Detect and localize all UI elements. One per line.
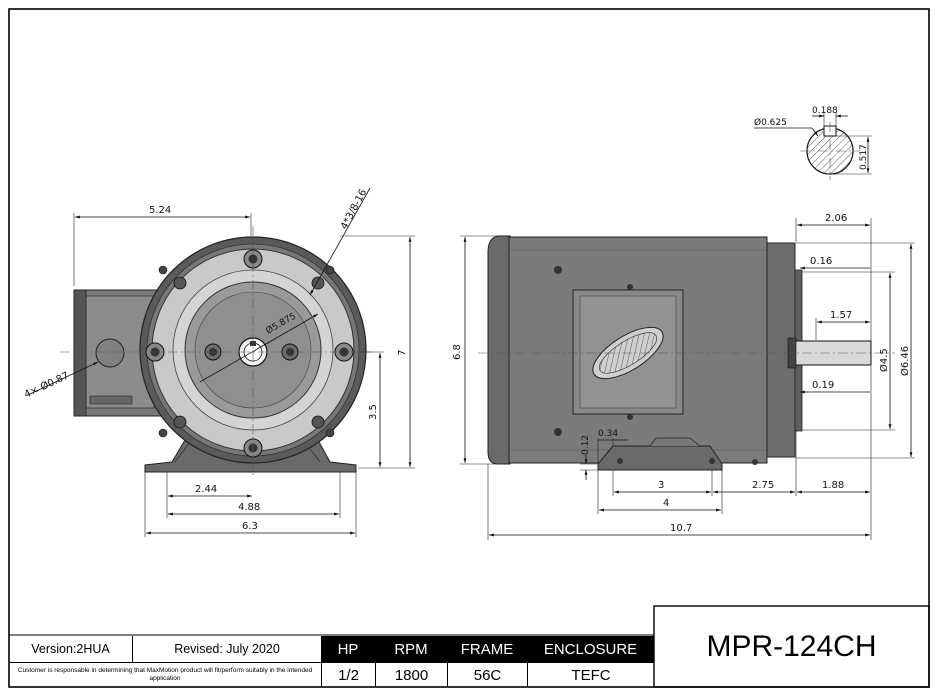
dim-base-half: 2.44 [195,484,217,495]
frame-header: FRAME [447,636,527,663]
dim-shaft-to-foot: 2.75 [752,480,774,491]
conduit-box [73,289,165,417]
dim-shaft-dia: Ø0.625 [754,117,787,128]
dim-height-overall: 7 [397,350,408,356]
hp-value: 1/2 [321,663,375,687]
dim-face-thk: 0.19 [812,380,834,391]
revised-cell: Revised: July 2020 [133,636,321,663]
dim-shaft-ext: 1.88 [822,480,844,491]
version-cell: Version:2HUA [9,636,133,663]
dim-key-width: 0.188 [812,106,838,116]
enclosure-value: TEFC [527,663,654,687]
dim-key-depth: 0.517 [859,144,869,170]
hp-header: HP [321,636,375,663]
housing-bolts [158,265,335,438]
dim-face: Ø6.46 [899,346,911,376]
front-view: 5.24 4*3/8-16 Ø5.875 4× Ø0.87 7 3.5 2.44… [22,188,415,537]
dim-key-len: 1.57 [830,310,852,321]
model-number: MPR-124CH [706,629,877,663]
dim-base-width: 6.3 [242,521,258,532]
frame-value: 56C [447,663,527,687]
side-view: 6.8 2.06 0.16 1.57 0.19 Ø4.5 Ø6.46 0.12 [452,213,915,540]
dim-width-top: 5.24 [149,205,171,216]
dim-mount-holes: 4*3/8-16 [339,188,369,232]
dim-shaft-len: 2.06 [825,213,847,224]
side-base [597,445,723,471]
dim-length: 10.7 [670,523,692,534]
dim-conduit: 4× Ø0.87 [22,370,71,401]
dim-shaft-height: 3.5 [368,404,379,420]
fan-cover [487,235,511,465]
disclaimer-note: Customer is responsable in determining t… [17,667,313,682]
dim-foot-outer: 4 [663,498,669,509]
rpm-header: RPM [375,636,447,663]
enclosure-header: ENCLOSURE [527,636,654,663]
dim-foot-thk: 0.12 [581,435,591,455]
dim-side-height: 6.8 [452,344,463,360]
dim-slot: 0.34 [598,429,618,439]
shaft-section: 0.188 Ø0.625 0.517 [754,106,872,180]
rpm-value: 1800 [375,663,447,687]
dim-pilot: Ø4.5 [878,348,890,372]
dim-base-holes: 4.88 [238,502,260,513]
dim-foot-inner: 3 [658,480,664,491]
dim-shoulder: 0.16 [810,256,832,267]
